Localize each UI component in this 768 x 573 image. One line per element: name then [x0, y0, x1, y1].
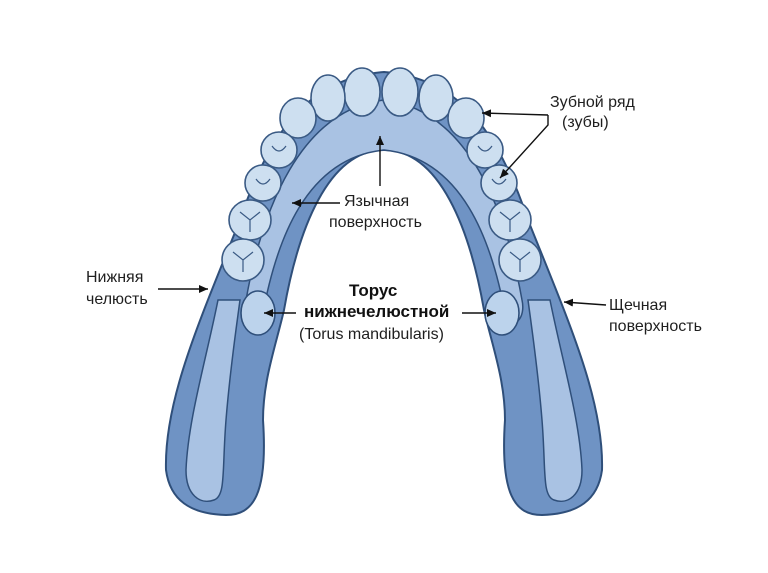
label-dental-row-line1: Зубной ряд — [550, 94, 636, 111]
tooth-grooves — [232, 145, 531, 272]
tooth — [447, 97, 485, 139]
teeth-row — [221, 67, 542, 282]
left-ramus-channel — [185, 299, 241, 502]
label-lingual-line1: Язычная — [344, 193, 409, 210]
label-torus-line1: Торус — [349, 281, 397, 300]
tooth — [343, 67, 381, 117]
right-ramus-channel — [527, 299, 583, 502]
tooth — [244, 164, 282, 202]
label-mandible-line1: Нижняя — [86, 269, 143, 286]
arrows — [158, 109, 607, 317]
label-torus-line2: нижнечелюстной — [304, 302, 449, 321]
label-buccal-line2: поверхность — [609, 318, 702, 335]
arrow-dental-row-2 — [499, 115, 549, 179]
label-dental-row-line2: (зубы) — [562, 114, 609, 131]
label-lingual-line2: поверхность — [329, 214, 422, 231]
arrow-dental-row-1 — [481, 109, 549, 118]
label-torus-line3: (Torus mandibularis) — [299, 326, 444, 343]
label-mandible-line2: челюсть — [86, 291, 148, 308]
tooth — [418, 74, 454, 122]
tooth — [310, 74, 346, 122]
tooth — [480, 164, 518, 202]
tooth — [466, 131, 504, 169]
tooth — [381, 67, 419, 117]
arrow-buccal — [563, 298, 607, 307]
label-buccal-line1: Щечная — [609, 297, 667, 314]
tooth — [279, 97, 317, 139]
tooth — [260, 131, 298, 169]
